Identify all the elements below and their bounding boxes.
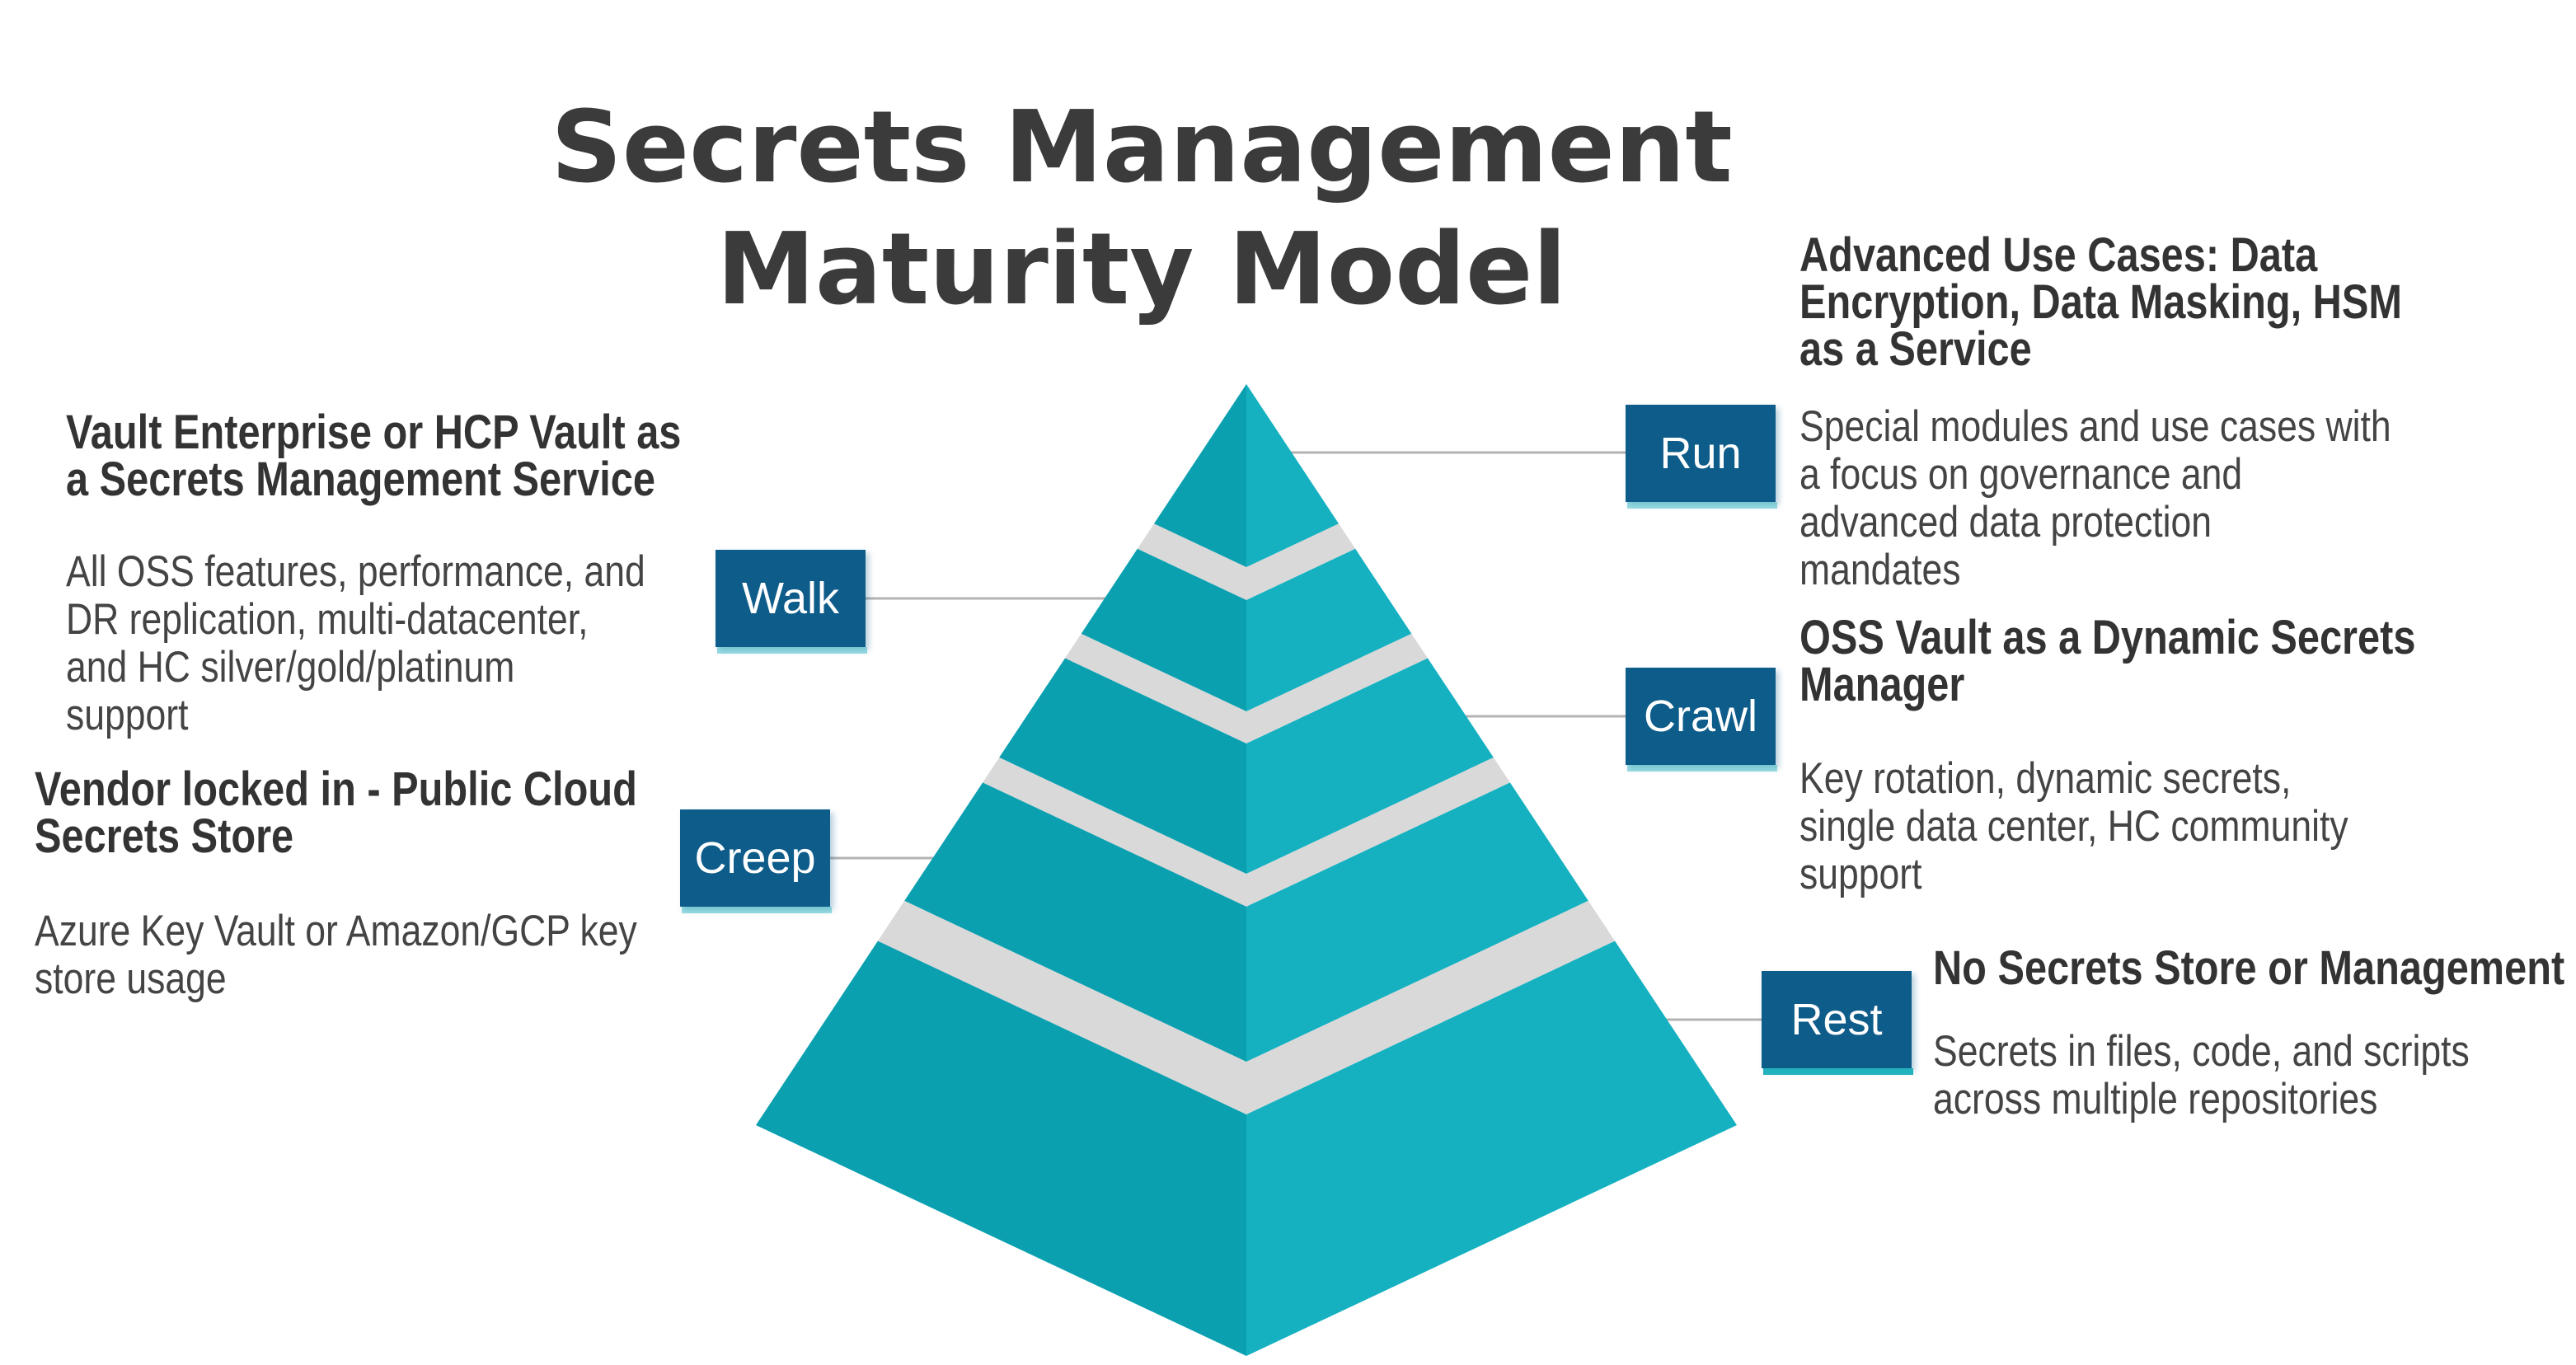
- level-box-creep: Creep: [680, 809, 832, 913]
- level-box-rest: Rest: [1762, 971, 1913, 1075]
- note-heading-crawl: OSS Vault as a Dynamic Secrets Manager: [1799, 611, 2416, 711]
- page-title: Secrets Management Maturity Model: [551, 91, 1733, 327]
- box-shadow-strip: [682, 907, 832, 913]
- level-label: Rest: [1790, 995, 1883, 1044]
- pyramid-gap: [983, 757, 1510, 907]
- pyramid-tier-left-1: [1081, 548, 1246, 711]
- pyramid-tier-left-4: [756, 940, 1246, 1356]
- pyramid-gap: [1137, 523, 1356, 600]
- pyramid-tier-right-2: [1246, 658, 1494, 874]
- pyramid-tier-right-3: [1246, 782, 1588, 1062]
- level-label: Run: [1659, 429, 1742, 478]
- note-heading-rest: No Secrets Store or Management: [1933, 941, 2565, 995]
- pyramid-tier-right-0: [1246, 384, 1339, 567]
- pyramid-gap: [877, 900, 1616, 1114]
- pyramid-tier-left-0: [1154, 384, 1246, 567]
- level-box-crawl: Crawl: [1626, 668, 1777, 772]
- note-body-walk: All OSS features, performance, and DR re…: [66, 547, 645, 739]
- level-box-walk: Walk: [716, 550, 867, 654]
- note-body-rest: Secrets in files, code, and scripts acro…: [1933, 1027, 2470, 1123]
- pyramid-tier-left-3: [904, 782, 1246, 1062]
- note-body-creep: Azure Key Vault or Amazon/GCP key store …: [35, 907, 637, 1003]
- pyramid-tier-right-1: [1246, 548, 1412, 711]
- level-box-run: Run: [1626, 405, 1777, 509]
- box-shadow-strip: [1627, 765, 1777, 772]
- note-heading-walk: Vault Enterprise or HCP Vault as a Secre…: [66, 406, 682, 506]
- note-heading-creep: Vendor locked in - Public Cloud Secrets …: [35, 762, 637, 863]
- box-shadow-strip: [1627, 502, 1777, 509]
- note-body-run: Special modules and use cases with a foc…: [1799, 402, 2391, 594]
- level-label: Creep: [694, 833, 816, 883]
- box-shadow-strip: [717, 647, 867, 654]
- pyramid-tier-left-2: [999, 658, 1246, 874]
- level-label: Crawl: [1643, 692, 1757, 741]
- note-body-crawl: Key rotation, dynamic secrets, single da…: [1799, 754, 2348, 898]
- note-heading-run: Advanced Use Cases: Data Encryption, Dat…: [1799, 228, 2402, 376]
- level-label: Walk: [742, 574, 839, 623]
- pyramid-gap: [1065, 633, 1428, 743]
- box-shadow-strip: [1763, 1068, 1913, 1075]
- pyramid-tier-right-4: [1246, 940, 1737, 1356]
